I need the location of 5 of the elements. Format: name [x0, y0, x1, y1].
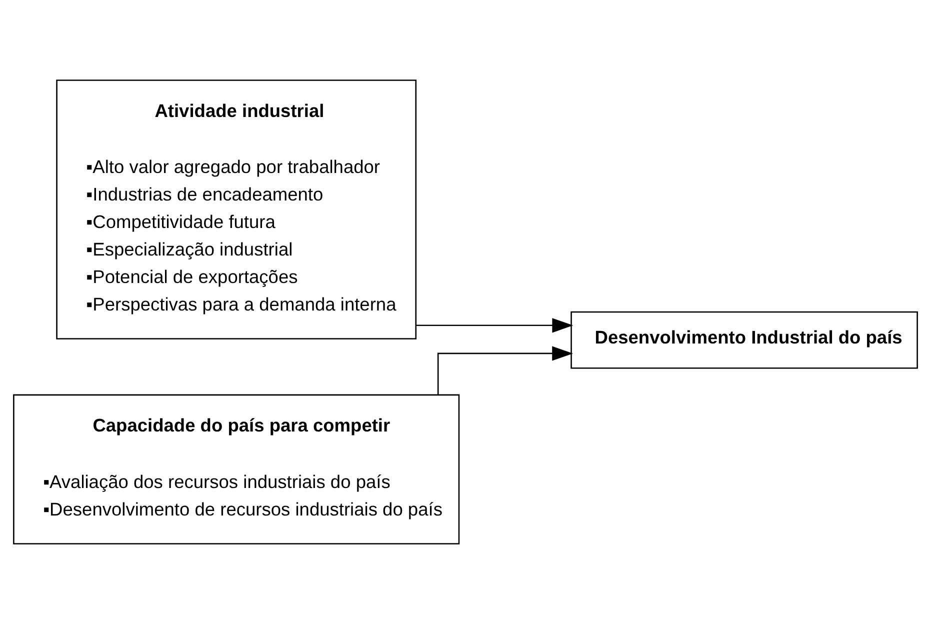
- node-box: Atividade industrial ▪Alto valor agregado por trabalhador ▪Industrias de encadeamento ▪Competitividade futura ▪Especialização industrial ▪Potencial de exportações ▪Perspectivas para a demanda interna: [56, 80, 417, 340]
- arrow: [416, 318, 574, 333]
- node-box: Capacidade do país para competir ▪Avaliação dos recursos industriais do país ▪Desenvolvimento de recursos industriais do país: [13, 394, 460, 544]
- node-box: Desenvolvimento Industrial do país: [570, 311, 918, 369]
- arrow: [437, 346, 574, 395]
